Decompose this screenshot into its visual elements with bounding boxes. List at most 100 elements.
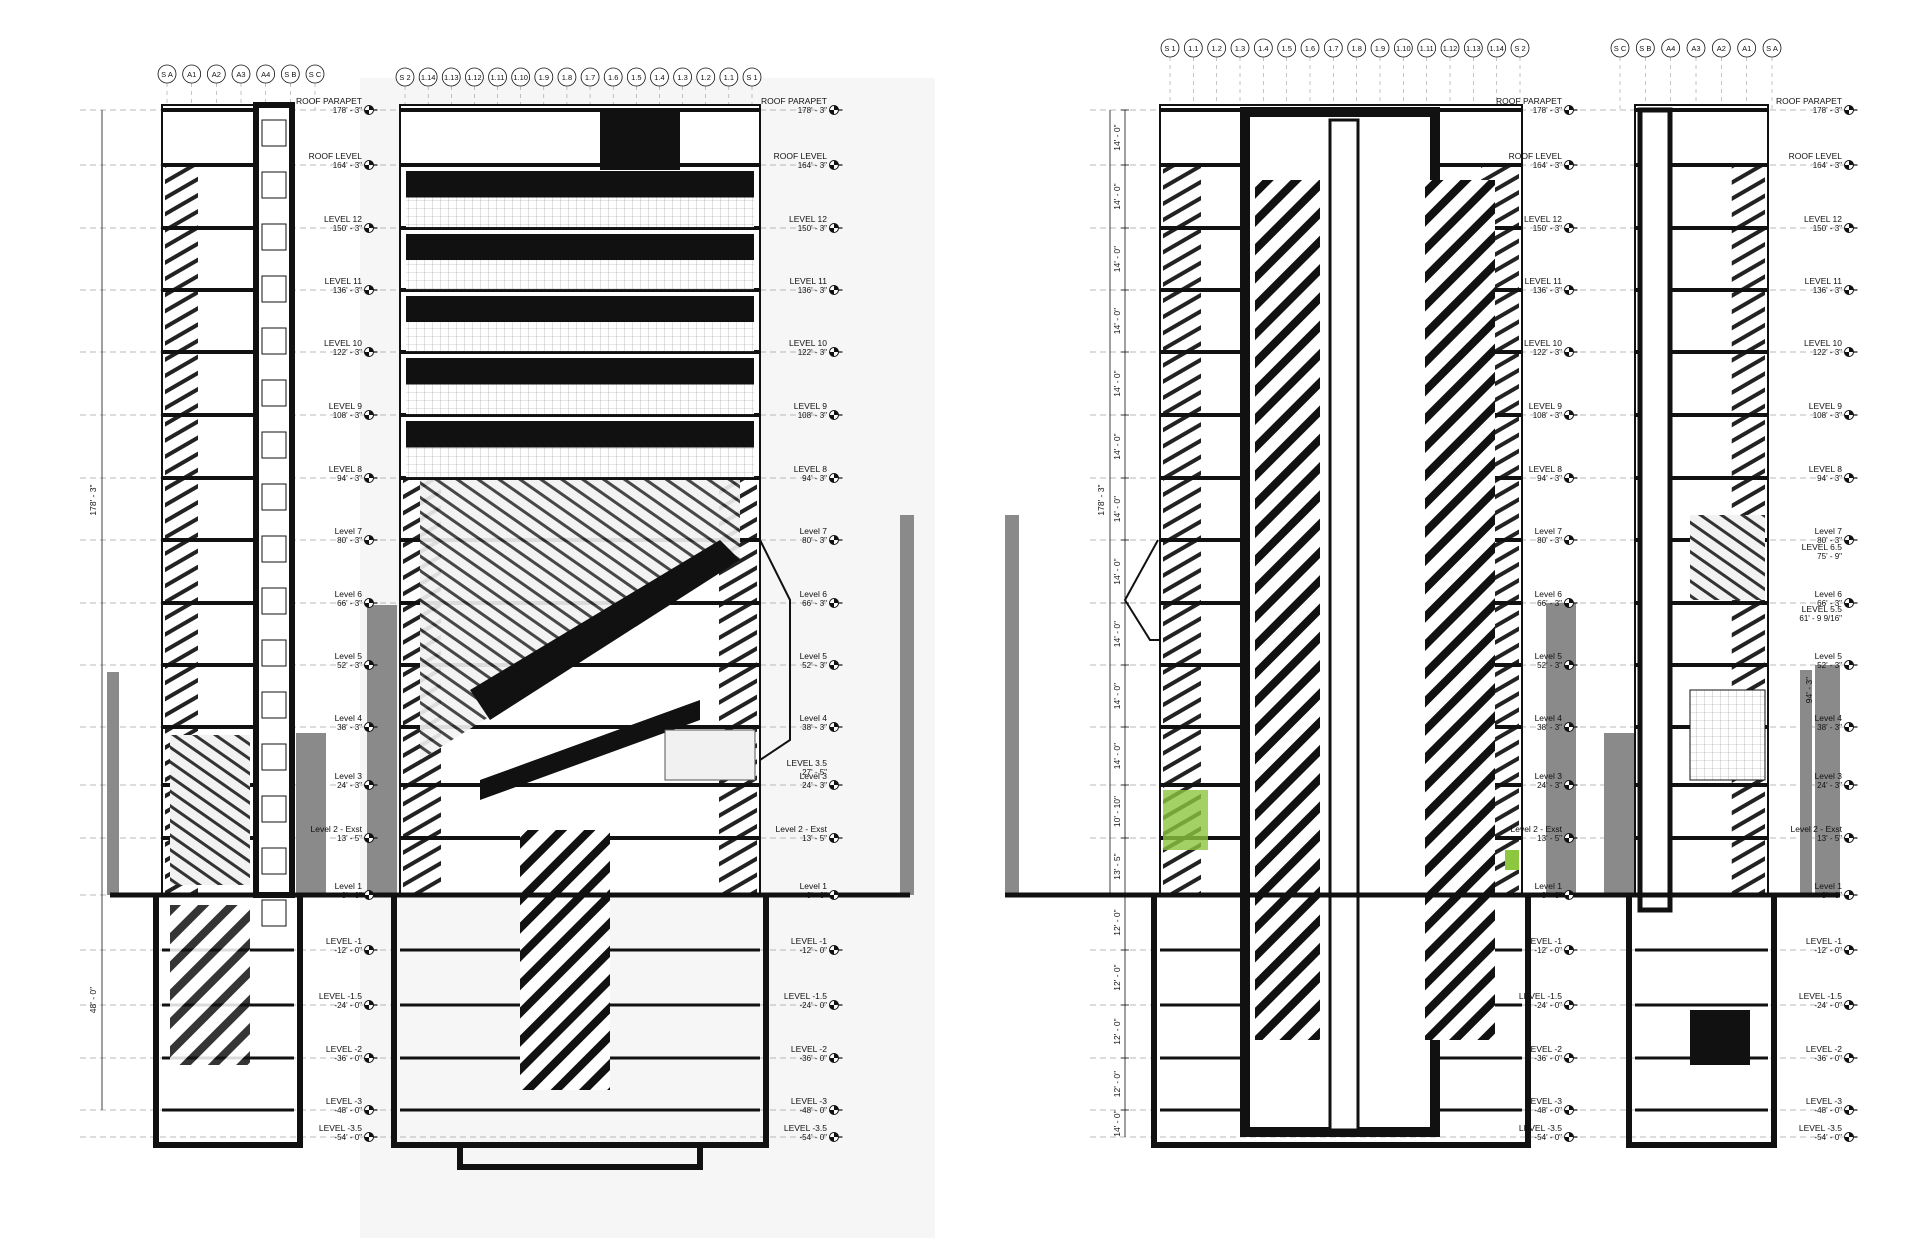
level-elevation: 94' - 3" [1817, 474, 1842, 483]
level-marker: LEVEL -1-12' - 0" [1806, 936, 1858, 955]
dimension-label: 14' - 0" [1112, 308, 1122, 334]
grid-bubble: 1.8 [557, 67, 577, 110]
level-name: LEVEL 8 [1809, 464, 1843, 474]
datum-fill [829, 223, 839, 233]
datum-fill [1564, 1132, 1574, 1142]
grid-label: 1.7 [1328, 44, 1338, 53]
basement-room [1690, 1010, 1750, 1065]
level-elevation: 136' - 3" [1533, 286, 1562, 295]
grid-circle [742, 67, 762, 87]
diagonal-bracing [403, 787, 441, 836]
level-marker: LEVEL 894' - 3" [329, 464, 378, 483]
grid-circle [395, 67, 415, 87]
level-name: Level 3 [800, 771, 828, 781]
level-marker: Level 324' - 3" [800, 771, 843, 790]
grid-circle [1393, 38, 1413, 58]
datum-fill [829, 285, 839, 295]
grid-bubble: S A [157, 64, 177, 110]
level-marker: Level 552' - 3" [800, 651, 843, 670]
level-elevation: -12' - 0" [1815, 946, 1843, 955]
level-elevation: 0' - 0" [342, 891, 363, 900]
level-marker: LEVEL -2-36' - 0" [326, 1044, 378, 1063]
datum-fill [829, 535, 839, 545]
mechanical-block [600, 110, 680, 170]
level-marker: Level 438' - 3" [800, 713, 843, 732]
office-furniture [406, 322, 754, 352]
floor-slab [1635, 288, 1768, 292]
scissor-stair [520, 830, 610, 1090]
level-elevation: -54' - 0" [335, 1133, 363, 1142]
dimension-label: 14' - 0" [1112, 496, 1122, 522]
level-name: LEVEL -1.5 [1519, 991, 1562, 1001]
grid-circle [1417, 38, 1437, 58]
datum-fill [829, 833, 839, 843]
diagonal-bracing [1163, 354, 1201, 413]
level-name: LEVEL 10 [1804, 338, 1842, 348]
diagonal-bracing [403, 840, 441, 893]
datum-fill [1844, 1000, 1854, 1010]
grid-bubble: 1.6 [603, 67, 623, 110]
grid-circle [673, 67, 692, 87]
core-opening [261, 691, 287, 719]
level-elevation: -24' - 0" [1815, 1001, 1843, 1010]
basement-slab [1635, 1108, 1768, 1112]
level-elevation: 52' - 3" [1817, 661, 1842, 670]
cantilever-edge [759, 539, 791, 761]
stair-flights-right [1425, 180, 1495, 1040]
grid-label: 1.14 [1489, 44, 1504, 53]
grid-bubble: S 2 [1510, 38, 1530, 110]
level-elevation: -36' - 0" [1535, 1054, 1563, 1063]
floor-slab [162, 476, 294, 480]
level-marker: Level 666' - 3" [335, 589, 378, 608]
core-opening [261, 743, 287, 771]
datum-fill [829, 780, 839, 790]
level-marker: LEVEL -3.5-54' - 0" [784, 1123, 843, 1142]
core-opening [261, 847, 287, 875]
level-elevation: -36' - 0" [1815, 1054, 1843, 1063]
datum-fill [364, 660, 374, 670]
dimension-label: 12' - 0" [1112, 1071, 1122, 1097]
diagonal-bracing [719, 667, 757, 725]
level-marker: LEVEL 894' - 3" [1529, 464, 1578, 483]
grid-bubble: A1 [1737, 38, 1757, 110]
grid-circle [1183, 38, 1203, 58]
datum-fill [364, 598, 374, 608]
grid-label: 1.12 [467, 73, 482, 82]
grid-bubble: 1.6 [1300, 38, 1320, 110]
grid-label: 1.8 [562, 73, 572, 82]
level-marker: Level 552' - 3" [335, 651, 378, 670]
tower-wide-left [391, 104, 791, 1170]
diagonal-bracing [1731, 167, 1765, 226]
level-elevation: -24' - 0" [335, 1001, 363, 1010]
level-name: Level 5 [1535, 651, 1563, 661]
level-elevation: 66' - 3" [802, 599, 827, 608]
level-name: LEVEL 5.5 [1802, 604, 1843, 614]
datum-fill [1564, 660, 1574, 670]
grid-circle [1253, 38, 1273, 58]
datum-fill [829, 410, 839, 420]
level-name: LEVEL 9 [1809, 401, 1843, 411]
floor-slab [1635, 350, 1768, 354]
datum-fill [829, 945, 839, 955]
core-opening [261, 899, 287, 927]
grid-label: 1.4 [654, 73, 664, 82]
grid-bubble: S B [1635, 38, 1655, 110]
grid-circle [1635, 38, 1655, 58]
floor-slab [400, 783, 760, 787]
floor-slab [1635, 836, 1768, 840]
office-furniture [406, 447, 754, 478]
grid-circle [1661, 38, 1681, 58]
diagonal-bracing [165, 167, 198, 226]
datum-fill [364, 223, 374, 233]
grid-label: 1.11 [1420, 44, 1434, 53]
grid-bubble: 1.12 [1440, 38, 1460, 110]
level-name: ROOF LEVEL [309, 151, 363, 161]
level-name: LEVEL 12 [1804, 214, 1842, 224]
diagonal-bracing [165, 292, 198, 350]
datum-fill [1564, 535, 1574, 545]
level-name: Level 4 [1535, 713, 1563, 723]
foundation-wall [1626, 895, 1777, 1148]
